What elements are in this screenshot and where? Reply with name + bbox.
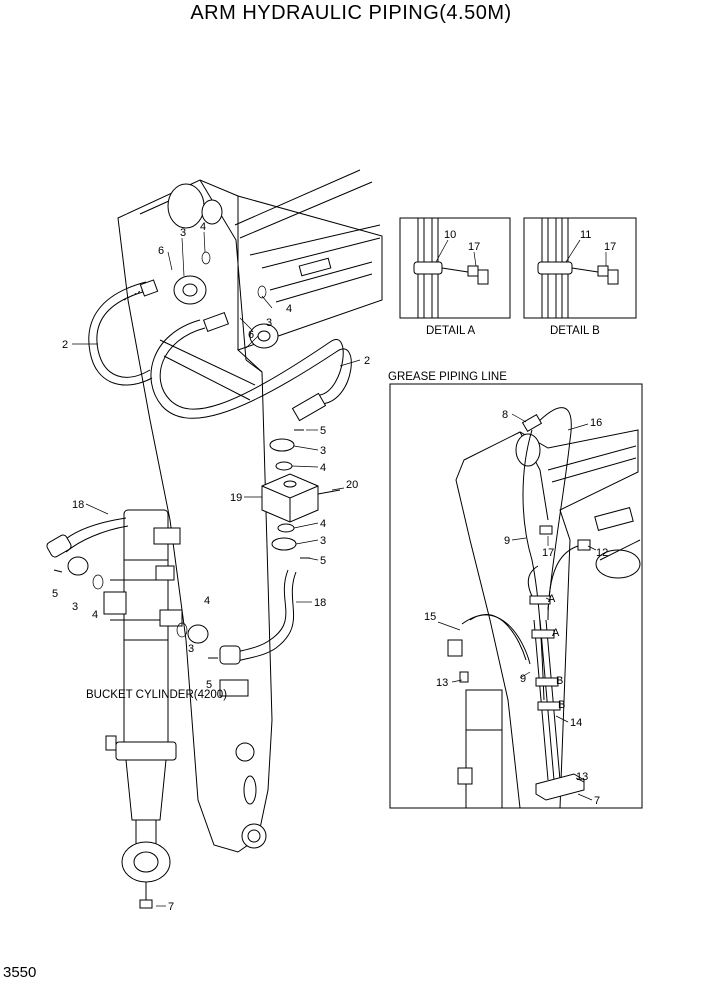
- callout-18-left: 18: [72, 499, 84, 511]
- callout-14: 14: [570, 717, 582, 729]
- detail-a-caption: DETAIL A: [426, 325, 476, 337]
- callout-5-cyl-left: 5: [52, 588, 58, 600]
- hoses: [46, 251, 352, 697]
- callout-13-right: 13: [576, 771, 588, 783]
- callout-2-left: 2: [62, 339, 68, 351]
- callout-b-upper: B: [556, 675, 563, 687]
- callout-3-block-bottom: 3: [320, 535, 326, 547]
- callout-3-cyl-right: 3: [188, 643, 194, 655]
- main-callouts: 2 2 3 3 3 3 3 4 4 4 4 4 5 5 5 5 6 6 7 18…: [52, 221, 370, 913]
- callout-17-detail-b: 17: [604, 241, 616, 253]
- callout-3-block-top: 3: [320, 445, 326, 457]
- callout-19: 19: [230, 492, 242, 504]
- callout-17-grease: 17: [542, 547, 554, 559]
- callout-3-top-right: 3: [266, 317, 272, 329]
- callout-9-upper: 9: [504, 535, 510, 547]
- callout-11: 11: [580, 229, 591, 241]
- callout-4-block-top: 4: [320, 462, 326, 474]
- callout-12: 12: [596, 547, 608, 559]
- main-leaders: [72, 231, 361, 907]
- detail-a-box: 10 17: [399, 217, 511, 319]
- grease-piping-caption: GREASE PIPING LINE: [388, 371, 507, 383]
- callout-8: 8: [502, 409, 508, 421]
- callout-a-lower: A: [552, 627, 560, 639]
- callout-10: 10: [444, 229, 456, 241]
- callout-20: 20: [346, 479, 358, 491]
- callout-5-cyl-right: 5: [206, 679, 212, 691]
- callout-4-block-bottom: 4: [320, 518, 326, 530]
- callout-6-top-left: 6: [158, 245, 164, 257]
- callout-6-top-right: 6: [248, 329, 254, 341]
- bucket-cylinder-caption: BUCKET CYLINDER(4200): [86, 689, 227, 701]
- callout-7-grease: 7: [594, 795, 600, 807]
- callout-2-right: 2: [364, 355, 370, 367]
- callout-5-block-bottom: 5: [320, 555, 326, 567]
- arm-body: [117, 169, 383, 853]
- callout-13-left: 13: [436, 677, 448, 689]
- callout-3-cyl-left: 3: [72, 601, 78, 613]
- callout-9-lower: 9: [520, 673, 526, 685]
- callout-3-top-left: 3: [180, 227, 186, 239]
- callout-b-lower: B: [558, 699, 565, 711]
- detail-b-caption: DETAIL B: [550, 325, 600, 337]
- callout-16: 16: [590, 417, 602, 429]
- callout-4-cyl-left: 4: [92, 609, 98, 621]
- callout-a-upper: A: [548, 593, 556, 605]
- callout-7-main: 7: [168, 901, 174, 913]
- callout-17-detail-a: 17: [468, 241, 480, 253]
- callout-15: 15: [424, 611, 436, 623]
- callout-4-cyl-right: 4: [204, 595, 210, 607]
- grease-piping-box: 8 16 9 9 17 12 15 13 13 14 7 A A B B: [389, 383, 643, 809]
- detail-b-box: 11 17: [523, 217, 637, 319]
- bucket-cylinder: [103, 509, 183, 909]
- callout-18-right: 18: [314, 597, 326, 609]
- page-title: ARM HYDRAULIC PIPING(4.50M): [190, 2, 512, 24]
- page-number: 3550: [3, 964, 37, 981]
- callout-4-top-right: 4: [286, 303, 292, 315]
- callout-4-top-left: 4: [200, 221, 206, 233]
- callout-5-block-top: 5: [320, 425, 326, 437]
